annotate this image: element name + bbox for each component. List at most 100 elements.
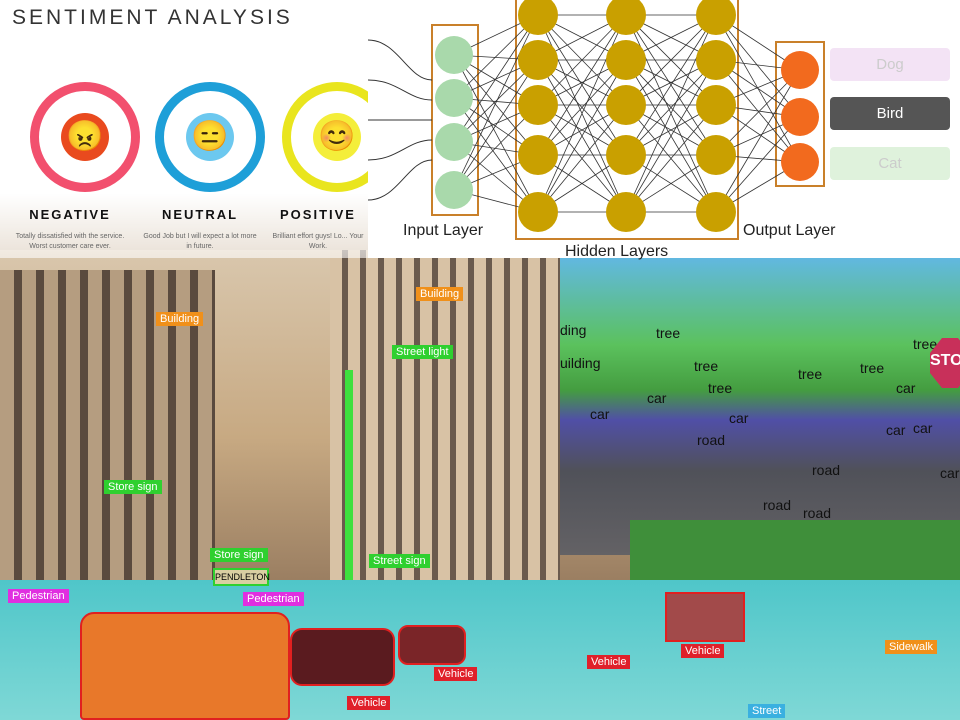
label-vehicle: Vehicle [587, 655, 631, 669]
car-red [398, 625, 466, 665]
sentiment-name: POSITIVE [280, 207, 356, 222]
label-building: Building [416, 287, 464, 301]
label-sidewalk: Sidewalk [885, 640, 938, 654]
connection [537, 14, 627, 106]
sentiment-desc: Good Job but I will expect a lot more in… [143, 233, 257, 250]
connection [625, 14, 717, 156]
seg-label: tree [860, 360, 885, 376]
neuron [518, 0, 558, 35]
label-street-sign: Street sign [369, 554, 430, 568]
label-street: Street [748, 704, 786, 718]
connection [453, 54, 539, 213]
seg-label: car [590, 406, 610, 422]
input-connection [367, 139, 433, 161]
seg-label: uilding [560, 355, 601, 371]
neuron [606, 0, 646, 35]
input-connection [367, 79, 433, 101]
neuron [435, 79, 473, 117]
neuron [435, 123, 473, 161]
output-layer-box [775, 41, 825, 187]
label-pedestrian: Pedestrian [8, 589, 69, 603]
seg-label: tree [694, 358, 719, 374]
seg-label: road [803, 505, 832, 521]
neuron [606, 85, 646, 125]
store-sign: PENDLETON [213, 568, 270, 586]
label-vehicle: Vehicle [434, 667, 478, 681]
neuron [781, 143, 819, 181]
label-street-light: Street light [392, 345, 453, 359]
bus [665, 592, 745, 642]
network-diagram [367, 0, 825, 240]
neuron [696, 40, 736, 80]
neuron [696, 0, 736, 35]
seg-label: car [886, 422, 906, 438]
seg-label: car [913, 420, 933, 436]
connection [453, 14, 539, 143]
orange-van [80, 612, 290, 720]
label-store-sign: Store sign [210, 548, 268, 562]
seg-label: car [647, 390, 667, 406]
hidden-layers-box [515, 0, 739, 240]
sentiment-title: SENTIMENT ANALYSIS [12, 6, 293, 29]
class-cat: Cat [830, 147, 950, 180]
connection [537, 59, 627, 156]
connection [453, 97, 539, 213]
connection [453, 54, 539, 156]
connection [537, 104, 627, 213]
connection [715, 14, 801, 118]
neuron [518, 192, 558, 232]
neuron [781, 51, 819, 89]
hidden-layers-label: Hidden Layers [565, 243, 669, 260]
seg-label: car [896, 380, 916, 396]
seg-label: tree [913, 336, 938, 352]
input-connection [367, 159, 433, 201]
sentiment-desc: Brilliant effort guys! Lo... Your Work. [272, 233, 364, 250]
segmentation-photo [560, 255, 960, 555]
neuron [606, 135, 646, 175]
seg-label: car [940, 465, 960, 481]
connection [715, 116, 801, 213]
sentiment-name: NEUTRAL [161, 207, 239, 222]
neuron [781, 98, 819, 136]
building-center [330, 250, 560, 580]
neuron [696, 192, 736, 232]
output-layer-label: Output Layer [743, 222, 836, 239]
connection [537, 59, 627, 213]
class-bird: Bird [830, 97, 950, 130]
connection [453, 14, 539, 191]
angry-face-icon: 😠 [61, 113, 109, 161]
label-vehicle: Vehicle [347, 696, 391, 710]
neuron [435, 36, 473, 74]
connection [453, 59, 539, 191]
neuron [518, 85, 558, 125]
connection [625, 59, 717, 156]
neuron [606, 192, 646, 232]
connection [625, 14, 717, 106]
neuron [696, 85, 736, 125]
connection [537, 14, 627, 156]
seg-label: road [812, 462, 841, 478]
neuron [518, 40, 558, 80]
neuron [518, 135, 558, 175]
neural-network-panel: Input Layer Hidden Layers Output Layer D… [367, 0, 960, 260]
neutral-face-icon: 😑 [186, 113, 234, 161]
class-dog: Dog [830, 48, 950, 81]
label-vehicle: Vehicle [681, 644, 725, 658]
seg-label: road [697, 432, 726, 448]
sentiment-desc: Totally dissatisfied with the service. W… [15, 233, 125, 250]
seg-label: ding [560, 322, 587, 338]
smile-face-icon: 😊 [313, 113, 361, 161]
street-light-pole [345, 370, 353, 630]
trees-strip [630, 520, 960, 590]
seg-label: tree [708, 380, 733, 396]
seg-label: road [763, 497, 792, 513]
label-store-sign: Store sign [104, 480, 162, 494]
label-pedestrian: Pedestrian [243, 592, 304, 606]
input-layer-label: Input Layer [403, 222, 484, 239]
connection [625, 104, 717, 213]
input-connection [367, 39, 433, 81]
sentiment-panel: SENTIMENT ANALYSIS 😠 NEGATIVE Totally di… [0, 0, 392, 258]
building-left [0, 270, 215, 630]
seg-label: tree [798, 366, 823, 382]
seg-label: car [729, 410, 749, 426]
